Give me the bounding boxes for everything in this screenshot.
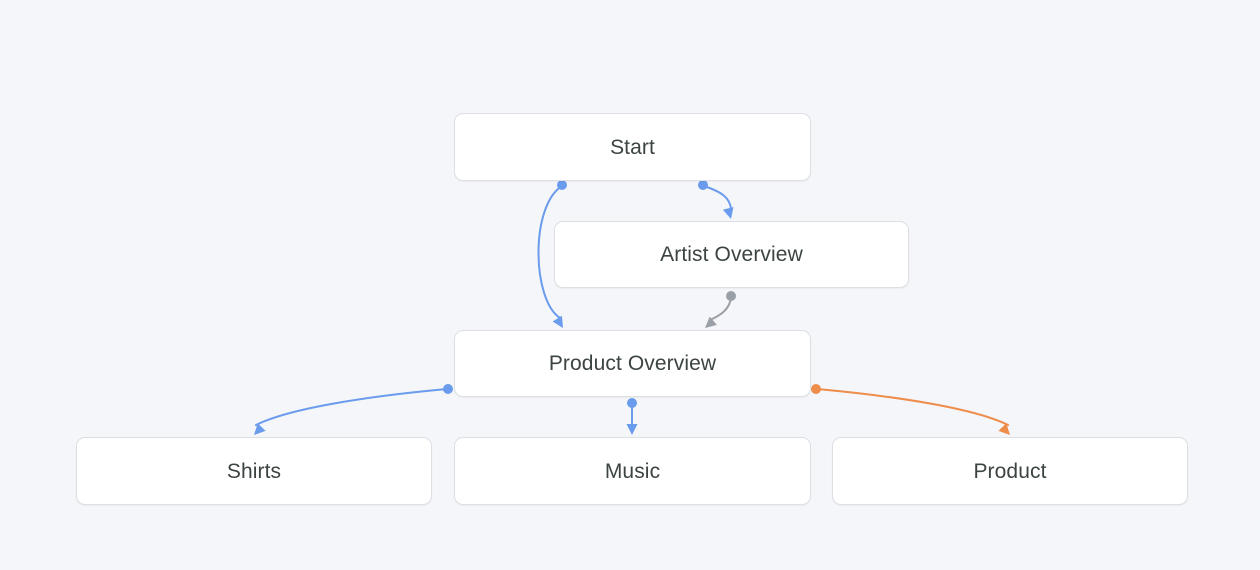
node-artist-overview[interactable]: Artist Overview: [554, 221, 909, 288]
node-artist-overview-label: Artist Overview: [660, 243, 803, 266]
edge-arrowhead: [254, 423, 266, 435]
edge-product-overview-to-shirts[interactable]: [254, 384, 453, 435]
node-product-overview-label: Product Overview: [548, 352, 717, 375]
edge-source-dot[interactable]: [811, 384, 821, 394]
node-music-label: Music: [604, 459, 661, 483]
edge-product-overview-to-music[interactable]: [626, 398, 638, 435]
edge-source-dot[interactable]: [557, 180, 567, 190]
edge-arrowhead: [626, 424, 638, 435]
edge-arrowhead: [998, 423, 1010, 435]
edge-start-to-artist-overview[interactable]: [698, 180, 734, 219]
edge-source-dot[interactable]: [627, 398, 637, 408]
node-product-label: Product: [973, 459, 1047, 483]
edge-arrowhead: [705, 316, 717, 328]
edge-line: [816, 388, 1009, 426]
edge-source-dot[interactable]: [726, 291, 736, 301]
node-shirts-label: Shirts: [226, 459, 282, 483]
node-start[interactable]: Start: [454, 113, 811, 181]
edge-artist-overview-to-product-overview[interactable]: [705, 291, 736, 328]
edge-arrowhead: [552, 315, 563, 328]
edge-source-dot[interactable]: [698, 180, 708, 190]
node-music[interactable]: Music: [454, 437, 811, 505]
edge-source-dot[interactable]: [443, 384, 453, 394]
edge-line: [709, 296, 732, 321]
node-start-label: Start: [610, 135, 655, 159]
node-product[interactable]: Product: [832, 437, 1188, 505]
edge-arrowhead: [722, 206, 734, 219]
edge-product-overview-to-product[interactable]: [811, 384, 1010, 435]
node-product-overview[interactable]: Product Overview: [454, 330, 811, 397]
edge-line: [255, 388, 448, 426]
edge-line: [703, 185, 732, 210]
node-shirts[interactable]: Shirts: [76, 437, 432, 505]
